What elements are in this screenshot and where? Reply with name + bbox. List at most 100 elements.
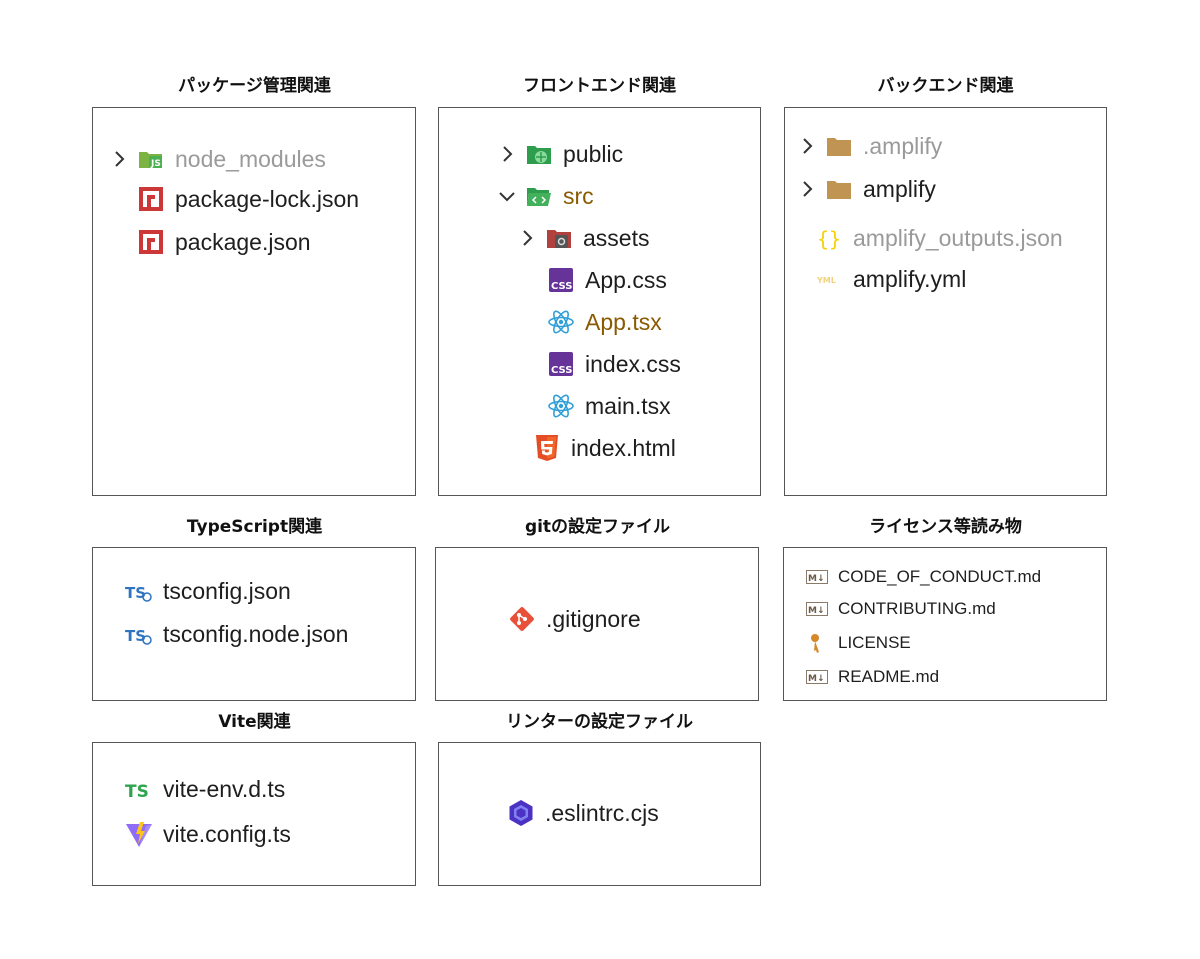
item-label: tsconfig.json [163,577,291,604]
svg-text:TS: TS [125,627,146,645]
svg-text:TS: TS [125,584,146,602]
item-label: LICENSE [838,633,911,652]
item-label: .amplify [863,132,943,159]
tree-item-license[interactable]: LICENSE [806,628,911,658]
item-label: index.css [585,350,681,377]
chevron-right-icon[interactable] [797,174,817,204]
vite-icon [125,819,153,849]
section-title-frontend: フロントエンド関連 [523,76,676,96]
item-label: amplify.yml [853,265,967,292]
tree-item-app-tsx[interactable]: App.tsx [547,307,662,337]
backend-box: .amplify amplify {} amplify_outputs.json… [784,107,1107,496]
markdown-icon: M↓ [806,662,828,692]
license-key-icon [806,628,828,658]
svg-text:M↓: M↓ [808,606,825,616]
section-title-license: ライセンス等読み物 [869,517,1022,537]
tree-item-main-tsx[interactable]: main.tsx [547,391,671,421]
svg-text:CSS: CSS [551,365,572,376]
folder-node-icon: JS [137,144,165,174]
item-label: README.md [838,667,940,686]
folder-public-icon [525,139,553,169]
npm-icon [137,227,165,257]
typescript-box: TS tsconfig.json TS tsconfig.node.json [92,547,416,701]
section-title-git: gitの設定ファイル [524,517,671,537]
tree-item-public[interactable]: public [497,139,623,169]
linter-box: .eslintrc.cjs [438,742,761,886]
svg-text:{}: {} [817,227,841,251]
chevron-down-icon[interactable] [497,181,517,211]
tree-item-amplify-outputs[interactable]: {} amplify_outputs.json [815,223,1063,253]
git-icon [508,604,536,634]
eslint-icon [507,798,535,828]
item-label: index.html [571,434,676,461]
markdown-icon: M↓ [806,562,828,592]
chevron-right-icon[interactable] [797,131,817,161]
typescript-icon: TS [125,774,153,804]
css-icon: CSS [547,265,575,295]
tree-item-dot-amplify[interactable]: .amplify [797,131,942,161]
tree-item-src[interactable]: src [497,181,594,211]
yml-icon: YML [815,264,843,294]
tree-item-contributing[interactable]: M↓ CONTRIBUTING.md [806,594,996,624]
chevron-right-icon[interactable] [517,223,537,253]
item-label: App.tsx [585,308,662,335]
item-label: package.json [175,228,311,255]
json-braces-icon: {} [815,223,843,253]
tree-item-amplify[interactable]: amplify [797,174,936,204]
item-label: public [563,140,624,167]
tree-item-eslintrc[interactable]: .eslintrc.cjs [507,798,659,828]
item-label: assets [583,224,650,251]
react-icon [547,391,575,421]
section-title-backend: バックエンド関連 [877,76,1014,96]
item-label: vite.config.ts [163,820,291,847]
item-label: vite-env.d.ts [163,775,286,802]
item-label: App.css [585,266,667,293]
tree-item-vite-env[interactable]: TS vite-env.d.ts [125,774,285,804]
folder-assets-icon [545,223,573,253]
folder-icon [825,174,853,204]
tree-item-assets[interactable]: assets [517,223,649,253]
tree-item-vite-config[interactable]: vite.config.ts [125,819,291,849]
tree-item-app-css[interactable]: CSS App.css [547,265,667,295]
svg-text:CSS: CSS [551,281,572,292]
item-label: CONTRIBUTING.md [838,599,996,618]
item-label: src [563,182,594,209]
item-label: .gitignore [546,605,641,632]
section-title-typescript: TypeScript関連 [186,517,323,537]
vite-box: TS vite-env.d.ts vite.config.ts [92,742,416,886]
section-title-vite: Vite関連 [218,712,291,732]
chevron-right-icon[interactable] [109,144,129,174]
item-label: main.tsx [585,392,671,419]
item-label: amplify_outputs.json [853,224,1063,251]
tsconfig-icon: TS [125,619,153,649]
tree-item-tsconfig[interactable]: TS tsconfig.json [125,576,291,606]
frontend-box: public src assets CSS App.css App.tsx CS… [438,107,761,496]
item-label: tsconfig.node.json [163,620,349,647]
item-label: amplify [863,175,936,202]
folder-src-open-icon [525,181,553,211]
tree-item-node-modules[interactable]: JS node_modules [109,144,326,174]
tree-item-package-lock[interactable]: package-lock.json [137,184,359,214]
item-label: .eslintrc.cjs [545,799,659,826]
tree-item-gitignore[interactable]: .gitignore [508,604,641,634]
tree-item-amplify-yml[interactable]: YML amplify.yml [815,264,966,294]
html5-icon [533,433,561,463]
svg-text:M↓: M↓ [808,674,825,684]
section-title-package: パッケージ管理関連 [178,76,331,96]
chevron-right-icon[interactable] [497,139,517,169]
folder-icon [825,131,853,161]
item-label: package-lock.json [175,185,360,212]
svg-text:M↓: M↓ [808,574,825,584]
tree-item-readme[interactable]: M↓ README.md [806,662,939,692]
package-box: JS node_modules package-lock.json packag… [92,107,416,496]
tree-item-tsconfig-node[interactable]: TS tsconfig.node.json [125,619,348,649]
markdown-icon: M↓ [806,594,828,624]
tree-item-index-css[interactable]: CSS index.css [547,349,681,379]
tree-item-index-html[interactable]: index.html [533,433,676,463]
item-label: CODE_OF_CONDUCT.md [838,567,1042,586]
tree-item-code-of-conduct[interactable]: M↓ CODE_OF_CONDUCT.md [806,562,1041,592]
tree-item-package-json[interactable]: package.json [137,227,311,257]
svg-text:JS: JS [150,159,161,169]
git-box: .gitignore [435,547,759,701]
svg-text:TS: TS [125,782,149,802]
